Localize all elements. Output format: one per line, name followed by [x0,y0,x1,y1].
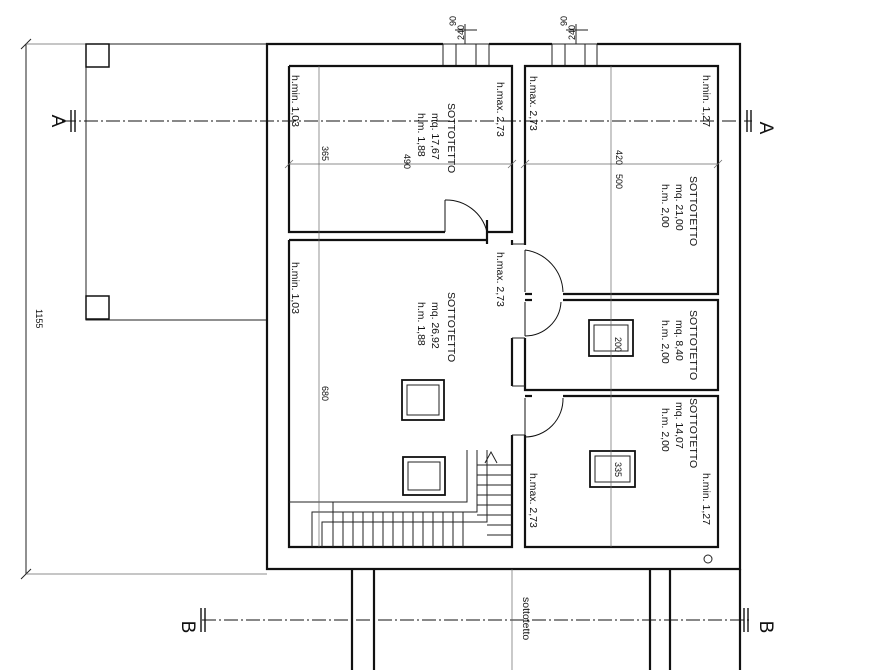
lower-storey-walls [350,569,742,670]
room5-hm: h.m. 2,00 [659,408,671,452]
room2-name: SOTTOTETTO [687,176,699,246]
room2-hmin: h.min. 1,27 [700,75,712,127]
chimney-right-bottom: 240 [567,25,577,40]
room2-hm: h.m. 2,00 [659,184,671,228]
chimney-right-top: 90 [559,16,569,26]
outer-walls [265,42,742,571]
room5-name: SOTTOTETTO [687,398,699,468]
room4-depth: 200 [613,337,623,352]
chimney-left-bottom: 240 [456,25,466,40]
room3-name: SOTTOTETTO [445,292,457,362]
overall-height-label: 1155 [34,309,44,328]
room2-hmax: h.max. 2,73 [527,76,539,131]
chimney-left-top: 90 [448,16,458,26]
room1-width: 490 [402,154,412,169]
door-room2 [524,249,564,293]
room1-area: mq. 17,67 [429,113,441,160]
room3-depth: 680 [320,386,330,401]
lower-room-label: sottotetto [520,597,532,640]
room4-hm: h.m. 2,00 [659,320,671,364]
room3-hm: h.m. 1,88 [415,302,427,346]
chimney-right: 90 240 [559,16,588,44]
staircase [289,450,512,547]
chimney-left: 90 240 [448,16,477,44]
room4-area: mq. 8,40 [673,320,685,361]
room5-hmin: h.min. 1,27 [700,473,712,525]
section-b-right: B [755,621,776,634]
room1-hmin: h.min. 1,03 [289,75,301,127]
room3-hmax: h.max. 2,73 [494,252,506,307]
room1-hmax: h.max. 2,73 [494,82,506,137]
section-b-left: B [177,621,198,634]
post-bottom [85,295,110,320]
door-room1 [444,199,488,233]
room5-hmax: h.max. 2,73 [527,473,539,528]
room1-name: SOTTOTETTO [445,103,457,173]
room1-depth: 365 [320,146,330,161]
room5-area: mq. 14,07 [673,402,685,449]
post-top [85,43,110,68]
section-a-right: A [755,122,776,135]
room-dimension-lines [284,66,723,547]
marker-circle [703,554,713,564]
section-a-left: A [47,115,68,128]
room2-depth: 500 [614,174,624,189]
section-line-b [200,608,752,632]
door-room5 [524,397,564,438]
room2-area: mq. 21,00 [673,184,685,231]
room4-name: SOTTOTETTO [687,310,699,380]
skylight-room3-lower [402,456,446,496]
room5-depth: 335 [613,462,623,477]
door-room4 [524,301,562,337]
section-line-a [62,110,752,132]
skylight-room5 [589,450,636,488]
room3-hmin: h.min. 1,03 [289,262,301,314]
room3-area: mq. 26,92 [429,302,441,349]
room1-hm: h.m. 1,88 [415,113,427,157]
terrace-outline [85,43,268,321]
room2-width: 420 [614,150,624,165]
skylight-room3-upper [401,379,445,421]
